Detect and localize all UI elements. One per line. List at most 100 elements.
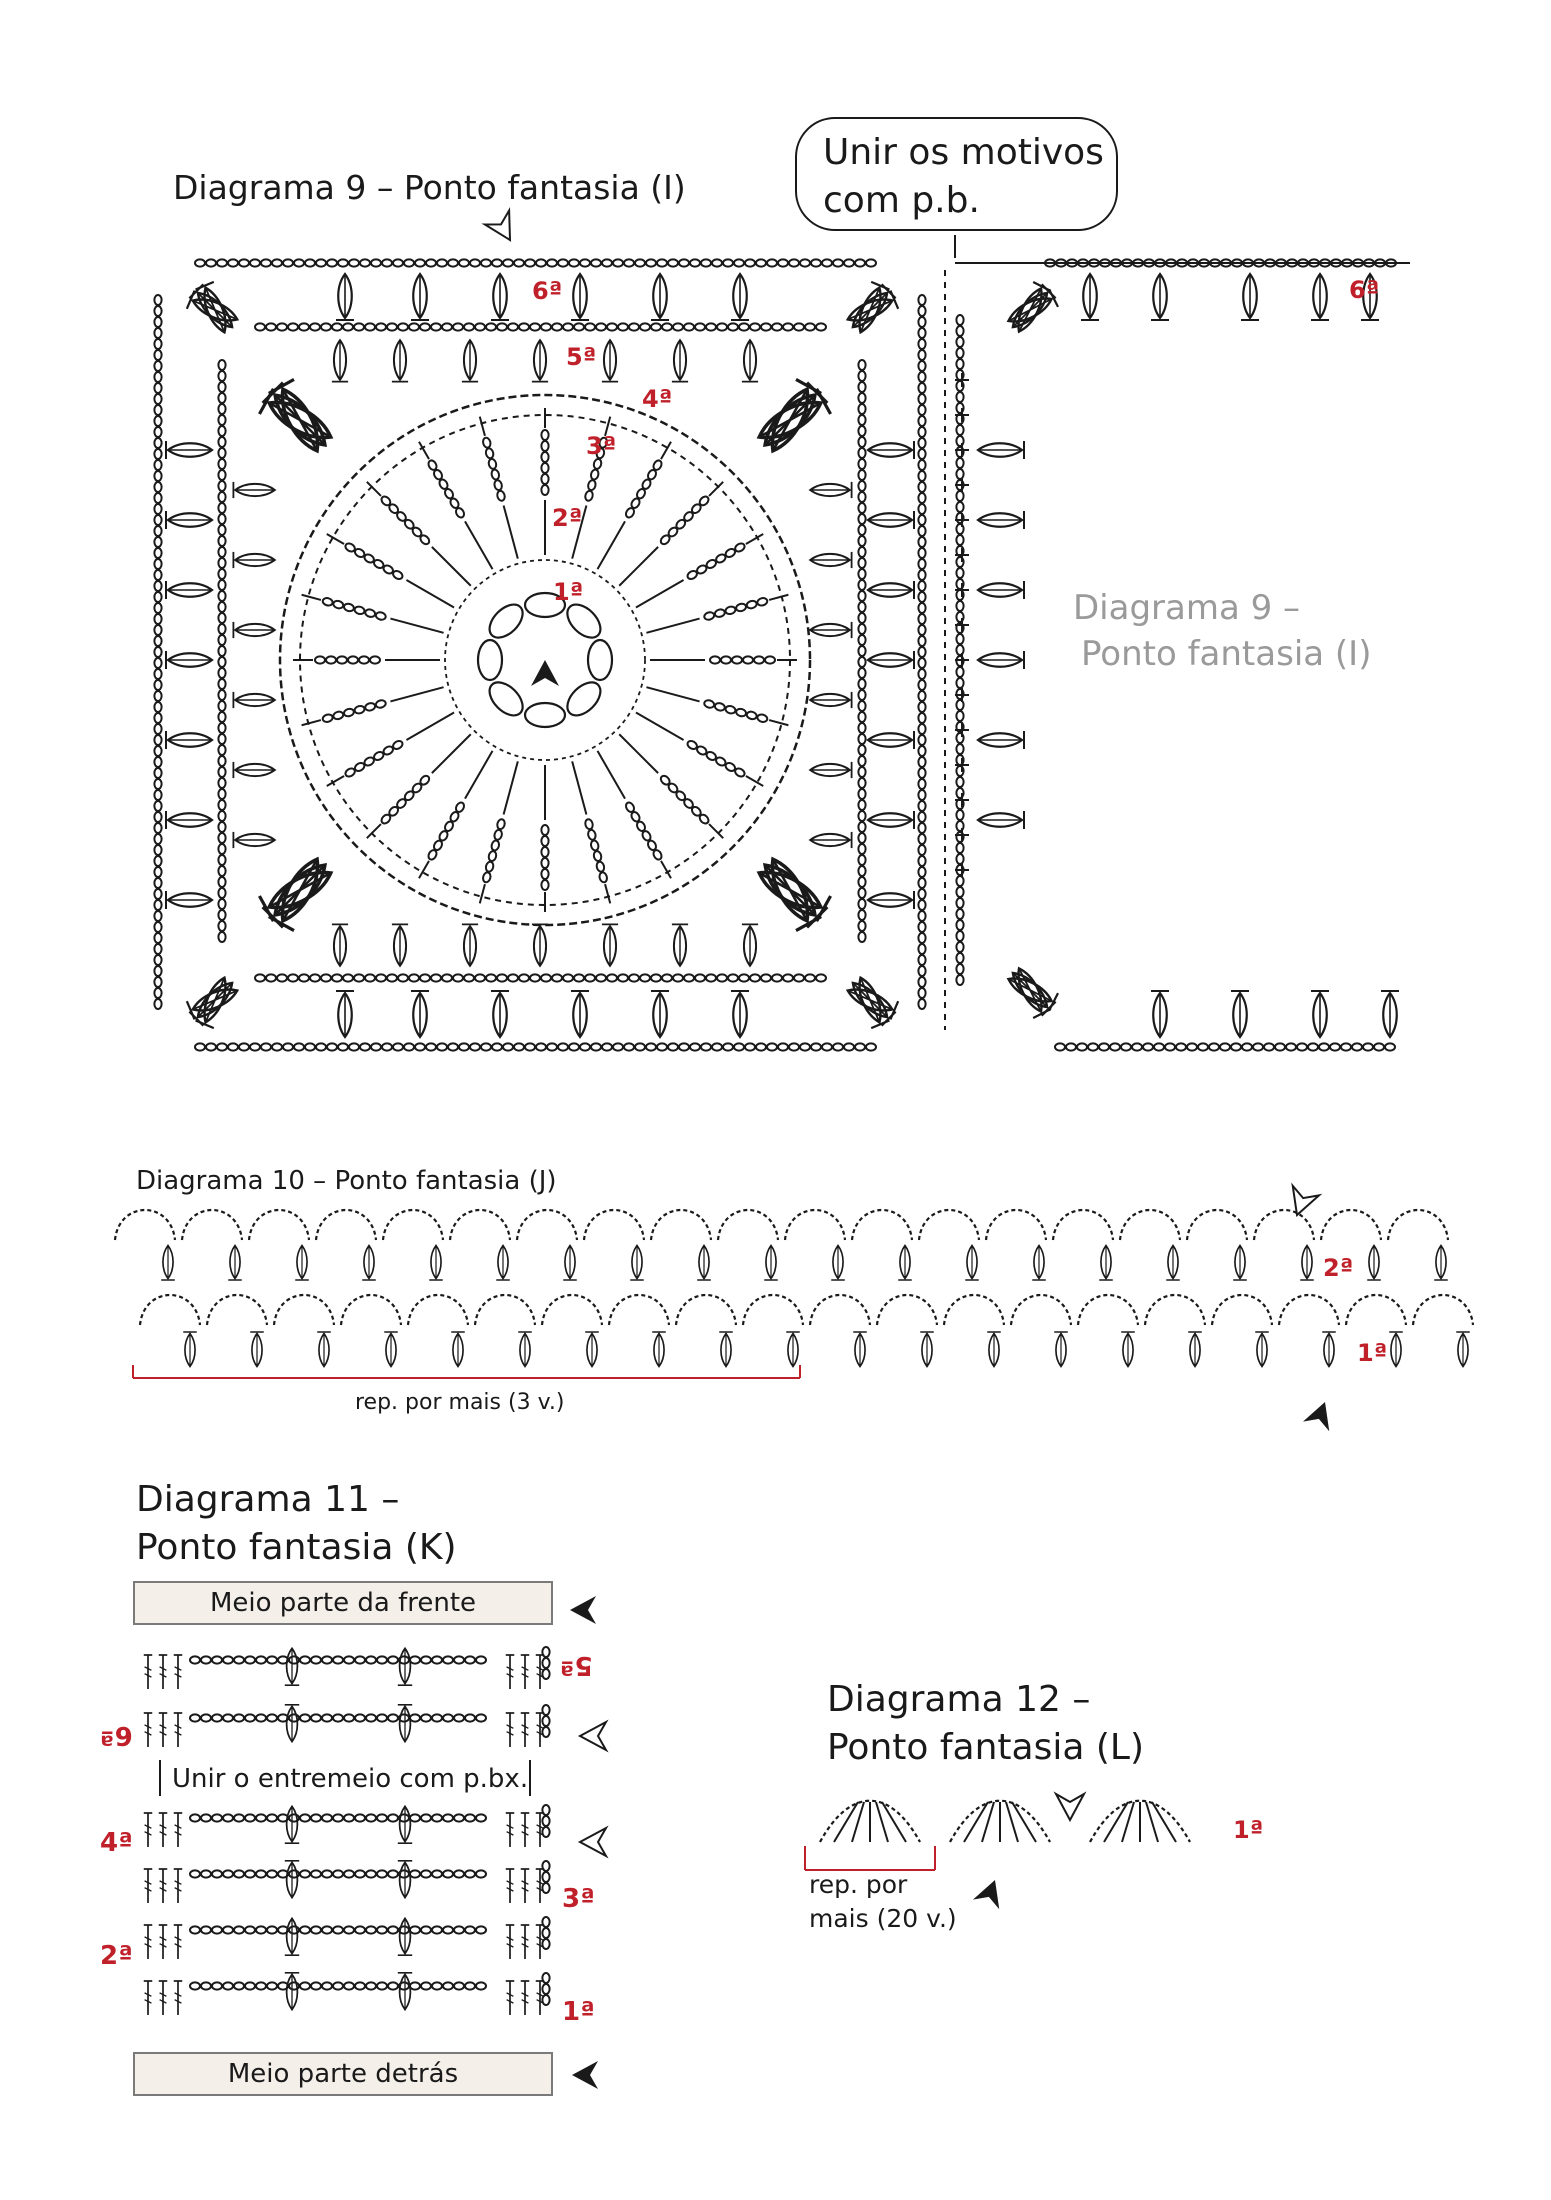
chain-stitch bbox=[348, 1042, 360, 1052]
chain-stitch bbox=[447, 258, 459, 268]
chain-stitch bbox=[244, 1713, 256, 1723]
puff-stitch bbox=[361, 1244, 377, 1281]
chain-stitch bbox=[857, 788, 867, 800]
d11-row-1: 1ª bbox=[562, 1997, 595, 2027]
chain-stitch bbox=[365, 1925, 377, 1935]
chain-stitch bbox=[645, 1042, 657, 1052]
chain-stitch bbox=[917, 448, 927, 460]
chain-stitch bbox=[771, 322, 783, 332]
puff-stitch bbox=[164, 649, 214, 671]
chain-petal bbox=[455, 507, 465, 519]
puff-stitch bbox=[1079, 272, 1101, 322]
chain-stitch bbox=[788, 258, 800, 268]
chain-stitch bbox=[153, 954, 163, 966]
center-ring-chain bbox=[488, 603, 524, 639]
puff-stitch bbox=[227, 1244, 243, 1281]
chain-stitch bbox=[672, 973, 684, 983]
puff-stitch bbox=[852, 1331, 868, 1368]
chain-stitch bbox=[518, 973, 530, 983]
puff-stitch bbox=[866, 509, 916, 531]
chain-stitch bbox=[153, 294, 163, 306]
chain-petal bbox=[484, 860, 495, 873]
chain-stitch bbox=[458, 258, 470, 268]
puff-stitch bbox=[409, 989, 431, 1039]
chain-stitch bbox=[917, 514, 927, 526]
fan-treble bbox=[875, 1801, 889, 1843]
chain-stitch bbox=[857, 777, 867, 789]
chain-stitch bbox=[211, 1925, 223, 1935]
chain-stitch bbox=[1065, 1042, 1077, 1052]
chain-arch-row-2 bbox=[381, 1208, 445, 1241]
chain-stitch bbox=[917, 888, 927, 900]
chain-stitch bbox=[217, 832, 227, 844]
chain-stitch bbox=[200, 1925, 212, 1935]
chain-stitch bbox=[217, 898, 227, 910]
chain-stitch bbox=[700, 258, 712, 268]
chain-stitch bbox=[496, 322, 508, 332]
chain-petal bbox=[321, 597, 334, 607]
d11-row-4: 4ª bbox=[100, 1828, 133, 1858]
join-label: Unir o entremeio com p.bx. bbox=[172, 1764, 529, 1794]
chain-stitch bbox=[1054, 1042, 1066, 1052]
chain-arch-row-1 bbox=[1344, 1293, 1408, 1326]
chain-petal bbox=[482, 871, 492, 884]
chain-stitch bbox=[771, 973, 783, 983]
puff-stitch bbox=[294, 1244, 310, 1281]
center-ring-chain bbox=[566, 681, 602, 717]
chain-stitch bbox=[189, 1869, 201, 1879]
puff-stitch bbox=[830, 1244, 846, 1281]
puff-stitch bbox=[866, 649, 916, 671]
puff-stitch bbox=[330, 923, 350, 967]
double-crochet bbox=[768, 719, 789, 727]
chain-stitch bbox=[917, 371, 927, 383]
chain-stitch bbox=[310, 1981, 322, 1991]
chain-stitch bbox=[568, 258, 580, 268]
chain-arch-row-2 bbox=[716, 1208, 780, 1241]
chain-stitch bbox=[857, 843, 867, 855]
chain-stitch bbox=[453, 1655, 465, 1665]
chain-stitch bbox=[153, 712, 163, 724]
treble-stitch bbox=[596, 750, 626, 800]
treble-stitch bbox=[519, 1924, 531, 1960]
chain-stitch bbox=[955, 567, 965, 579]
center-ring-chain bbox=[523, 701, 567, 729]
chain-stitch bbox=[320, 322, 332, 332]
chain-stitch bbox=[917, 690, 927, 702]
chain-stitch bbox=[464, 1869, 476, 1879]
chain-stitch bbox=[194, 1042, 206, 1052]
chain-petal bbox=[392, 570, 404, 580]
chain-stitch bbox=[917, 712, 927, 724]
chain-arch-row-2 bbox=[1118, 1208, 1182, 1241]
chain-stitch bbox=[217, 381, 227, 393]
chain-stitch bbox=[917, 294, 927, 306]
chain-stitch bbox=[857, 678, 867, 690]
chain-stitch bbox=[260, 258, 272, 268]
chain-stitch bbox=[217, 722, 227, 734]
treble-stitch bbox=[519, 1812, 531, 1848]
chain-stitch bbox=[217, 843, 227, 855]
chain-petal bbox=[713, 702, 726, 712]
chain-stitch bbox=[766, 258, 778, 268]
double-crochet bbox=[326, 533, 345, 545]
chain-stitch bbox=[153, 734, 163, 746]
chain-stitch bbox=[217, 414, 227, 426]
diagram11-title-line2: Ponto fantasia (K) bbox=[136, 1527, 457, 1568]
chain-stitch bbox=[320, 973, 332, 983]
chain-petal bbox=[584, 489, 594, 502]
double-crochet bbox=[708, 481, 724, 497]
chain-stitch bbox=[194, 258, 206, 268]
chain-stitch bbox=[917, 602, 927, 614]
chain-stitch bbox=[310, 1655, 322, 1665]
chain-petal bbox=[683, 511, 694, 522]
puff-stitch bbox=[740, 923, 760, 967]
chain-stitch bbox=[617, 322, 629, 332]
chain-arch-row-1 bbox=[1210, 1293, 1274, 1326]
chain-stitch bbox=[293, 1042, 305, 1052]
chain-stitch bbox=[546, 1042, 558, 1052]
chain-stitch bbox=[153, 459, 163, 471]
chain-stitch bbox=[238, 258, 250, 268]
chain-stitch bbox=[217, 821, 227, 833]
chain-stitch bbox=[917, 536, 927, 548]
chain-stitch bbox=[917, 723, 927, 735]
chain-stitch bbox=[217, 513, 227, 525]
